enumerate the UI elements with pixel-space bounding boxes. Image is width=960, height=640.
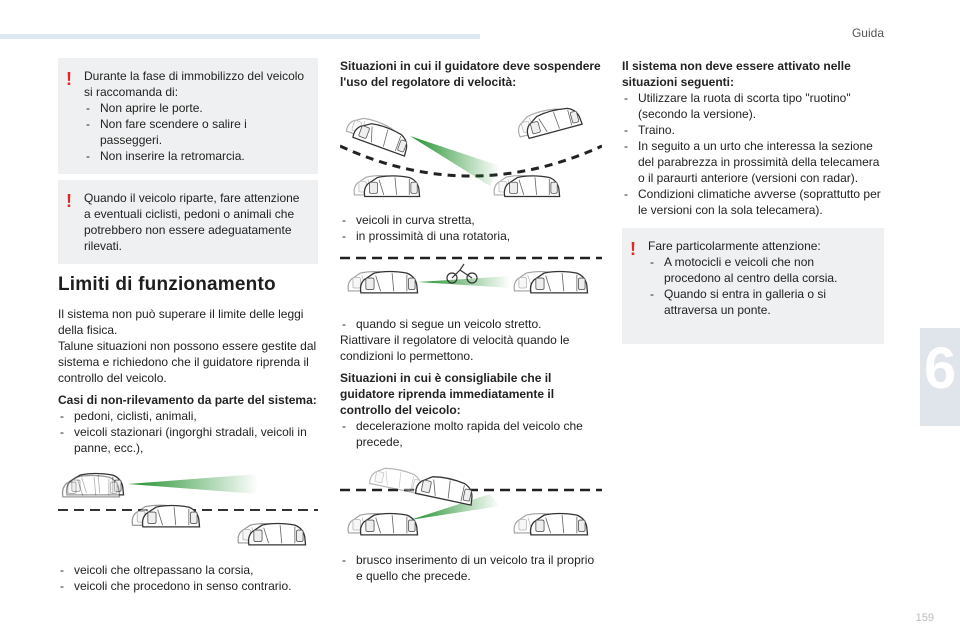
paragraph: Il sistema non può superare il limite de… — [58, 307, 304, 337]
note-text: Quando il veicolo riparte, fare attenzio… — [84, 191, 300, 253]
note-list: Non aprire le porte. Non fare scendere o… — [84, 100, 306, 164]
list-item: Quando si entra in galleria o si attrave… — [648, 286, 872, 318]
column-3: Il sistema non deve essere attivato nell… — [622, 58, 884, 344]
do-not-activate-list: Utilizzare la ruota di scorta tipo "ruot… — [622, 90, 884, 218]
warning-icon: ! — [66, 69, 72, 89]
figure-narrow-vehicle — [340, 256, 602, 294]
note-intro: Durante la fase di immobilizzo del veico… — [84, 69, 305, 99]
retake-list: decelerazione molto rapida del veicolo c… — [340, 418, 602, 450]
subheading-non-detection: Casi di non-rilevamento da parte del sis… — [58, 393, 317, 407]
non-detection-list-2: veicoli che oltrepassano la corsia, veic… — [58, 562, 318, 594]
warning-note-attention: ! Fare particolarmente attenzione: A mot… — [622, 228, 884, 344]
warning-icon: ! — [66, 191, 72, 211]
page-number: 159 — [915, 612, 934, 624]
list-item: A motocicli e veicoli che non procedono … — [648, 254, 872, 286]
list-item: Non aprire le porte. — [84, 100, 306, 116]
section-name: Guida — [851, 26, 884, 40]
chapter-number: 6 — [924, 336, 957, 401]
list-item: Non fare scendere o salire i passeggeri. — [84, 116, 306, 148]
note-intro: Fare particolarmente attenzione: — [648, 239, 821, 253]
warning-note-restart: ! Quando il veicolo riparte, fare attenz… — [58, 180, 318, 264]
list-item: Traino. — [622, 122, 884, 138]
subheading-suspend-cruise: Situazioni in cui il guidatore deve sosp… — [340, 59, 601, 89]
figure-cut-in — [340, 463, 602, 536]
warning-note-immobilization: ! Durante la fase di immobilizzo del vei… — [58, 58, 318, 174]
suspend-list-2: quando si segue un veicolo stretto. — [340, 316, 602, 332]
list-item: Utilizzare la ruota di scorta tipo "ruot… — [622, 90, 884, 122]
non-detection-list: pedoni, ciclisti, animali, veicoli stazi… — [58, 408, 318, 456]
retake-list-2: brusco inserimento di un veicolo tra il … — [340, 552, 602, 584]
list-item: decelerazione molto rapida del veicolo c… — [340, 418, 602, 450]
list-item: veicoli che procedono in senso contrario… — [58, 578, 318, 594]
list-item: veicoli che oltrepassano la corsia, — [58, 562, 318, 578]
list-item: Non inserire la retromarcia. — [84, 148, 306, 164]
list-item: brusco inserimento di un veicolo tra il … — [340, 552, 602, 584]
suspend-list: veicoli in curva stretta, in prossimità … — [340, 212, 602, 244]
note-list: A motocicli e veicoli che non procedono … — [648, 254, 872, 318]
list-item: veicoli in curva stretta, — [340, 212, 602, 228]
list-item: Condizioni climatiche avverse (soprattut… — [622, 186, 884, 218]
figure-lane-change-vehicles — [58, 472, 318, 546]
list-item: in prossimità di una rotatoria, — [340, 228, 602, 244]
warning-icon: ! — [630, 239, 636, 259]
column-2: Situazioni in cui il guidatore deve sosp… — [340, 58, 602, 584]
paragraph: Talune situazioni non possono essere ges… — [58, 339, 317, 385]
motorcycle-icon — [446, 263, 478, 284]
list-item: pedoni, ciclisti, animali, — [58, 408, 318, 424]
subheading-do-not-activate: Il sistema non deve essere attivato nell… — [622, 59, 851, 89]
section-heading: Limiti di funzionamento — [58, 274, 276, 295]
list-item: In seguito a un urto che interessa la se… — [622, 138, 884, 186]
paragraph-reactivate: Riattivare il regolatore di velocità qua… — [340, 333, 570, 363]
header-bar — [0, 34, 480, 39]
list-item: veicoli stazionari (ingorghi stradali, v… — [58, 424, 318, 456]
figure-tight-curve — [340, 103, 602, 198]
column-1: ! Durante la fase di immobilizzo del vei… — [58, 58, 318, 594]
chapter-tab: 6 — [920, 328, 960, 426]
list-item: quando si segue un veicolo stretto. — [340, 316, 602, 332]
subheading-retake-control: Situazioni in cui è consigliabile che il… — [340, 371, 555, 417]
